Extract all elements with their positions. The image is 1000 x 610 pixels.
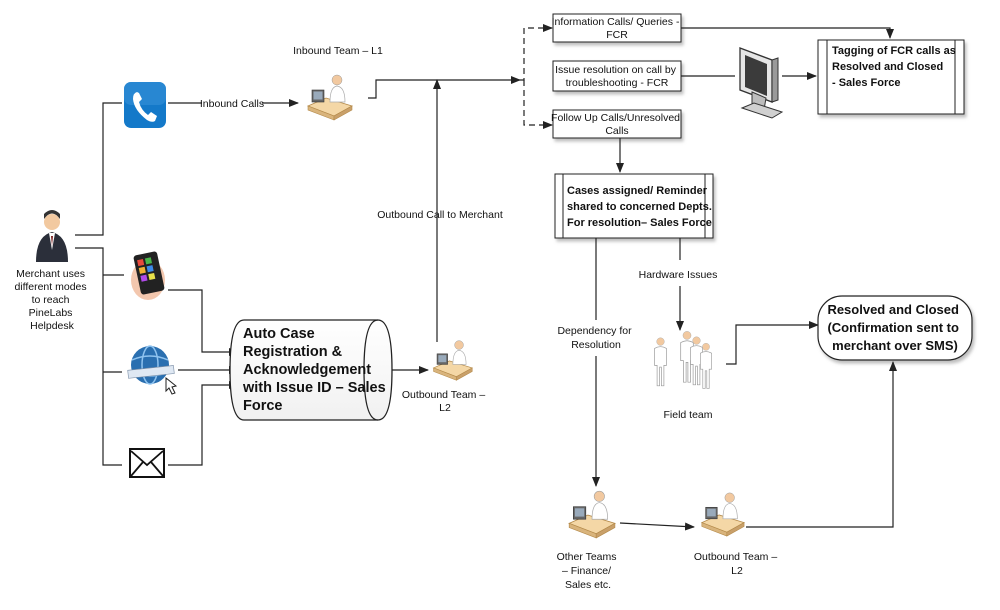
merchant-connectors [75,102,124,466]
tagging-label: Tagging of FCR calls as Resolved and Clo… [832,45,959,89]
other-teams-label-line: Sales etc. [565,579,611,591]
dependency-label-line: Resolution [571,339,621,351]
resolved-label-line: Resolved and Closed [827,302,959,317]
tagging-label-line: Resolved and Closed [832,61,943,73]
followup-calls-label-line: Follow Up Calls/Unresolved [551,112,680,124]
outbound-team-bottom-label-line: L2 [731,565,743,577]
web-globe-icon [127,345,178,395]
inbound-calls-label: Inbound Calls [200,98,264,110]
auto-case-label-line: with Issue ID – Sales [242,380,386,396]
tagging-box [817,39,965,115]
auto-case-label-line: Auto Case [243,326,315,342]
merchant-label-line: Merchant uses [16,268,85,280]
issue-resolution-label-line: Issue resolution on call by [555,64,677,76]
field-team-icon [654,330,712,389]
cases-assigned-box [554,173,714,239]
field-to-resolved-arrow [726,321,819,365]
inbound-to-split-arrow [368,76,521,99]
other-teams-label-line: – Finance/ [562,565,611,577]
outbound-team-l2-agent-icon [433,340,473,381]
hardware-issues-label: Hardware Issues [639,269,718,281]
info-to-tagging-arrow [681,27,894,39]
outbound-team-bottom-agent-icon [701,492,745,537]
split-followup-arrow [523,80,553,129]
merchant-label-line: PineLabs [29,307,73,319]
outbound-team-bottom-label-line: Outbound Team – [694,551,777,563]
merchant-icon [36,210,68,262]
other-teams-label-line: Other Teams [557,551,617,563]
cases-assigned-label-line: shared to concerned Depts. [567,201,712,213]
info-calls-box [552,13,682,43]
auto-case-label-line: Acknowledgement [243,362,371,378]
resolved-label-line: merchant over SMS) [832,338,958,353]
outbound-team-l2-label: Outbound Team – L2 [402,389,488,414]
other-teams-label: Other Teams – Finance/ Sales etc. [557,551,620,591]
cases-assigned-label: Cases assigned/ Reminder shared to conce… [567,185,715,229]
outbound-team-l2-label-line: L2 [439,402,451,414]
outbound-team-l2-label-line: Outbound Team – [402,389,485,401]
field-team-label: Field team [663,409,712,421]
issue-resolution-box [552,60,682,92]
tagging-label-line: - Sales Force [832,77,900,89]
auto-case-registration-shape [229,319,393,421]
tagging-label-line: Tagging of FCR calls as [832,45,956,57]
info-calls-label-line: Information Calls/ Queries - [552,16,680,28]
outbound-team-bottom-label: Outbound Team – L2 [694,551,780,577]
issue-resolution-label-line: troubleshooting - FCR [566,77,669,89]
resolved-closed-box [817,295,973,361]
other-teams-agent-icon [568,490,616,539]
computer-monitor-icon [739,47,784,119]
outbound-call-label: Outbound Call to Merchant [377,209,503,221]
split-info-arrow [520,24,553,81]
info-calls-label-line: FCR [606,29,628,41]
resolved-closed-label: Resolved and Closed (Confirmation sent t… [827,302,962,353]
auto-case-label: Auto Case Registration & Acknowledgement… [242,326,390,414]
mobile-app-icon [131,251,165,300]
followup-calls-label: Follow Up Calls/Unresolved Calls [551,112,683,137]
merchant-label-line: different modes [14,281,86,293]
merchant-label: Merchant uses different modes to reach P… [14,268,89,332]
other-to-outbound-arrow [619,522,695,531]
issue-resolution-label: Issue resolution on call by troubleshoot… [555,64,679,89]
resolved-label-line: (Confirmation sent to [827,320,958,335]
merchant-label-line: Helpdesk [30,320,75,332]
dependency-label: Dependency for Resolution [557,325,634,351]
auto-case-label-line: Registration & [243,344,343,360]
channel-to-autocase-arrows [168,289,239,466]
phone-icon [124,82,166,128]
inbound-team-agent-icon [307,74,353,121]
cases-assigned-label-line: Cases assigned/ Reminder [567,185,708,197]
outbound-to-resolved-arrow [746,361,897,528]
cases-assigned-label-line: For resolution– Sales Force [567,217,712,229]
info-calls-label: Information Calls/ Queries - FCR [552,16,683,41]
email-icon [129,448,165,478]
inbound-team-label: Inbound Team – L1 [293,45,383,57]
followup-calls-box [552,109,682,139]
merchant-label-line: to reach [32,294,70,306]
followup-calls-label-line: Calls [605,125,628,137]
auto-case-label-line: Force [243,398,283,414]
dependency-label-line: Dependency for [557,325,632,337]
